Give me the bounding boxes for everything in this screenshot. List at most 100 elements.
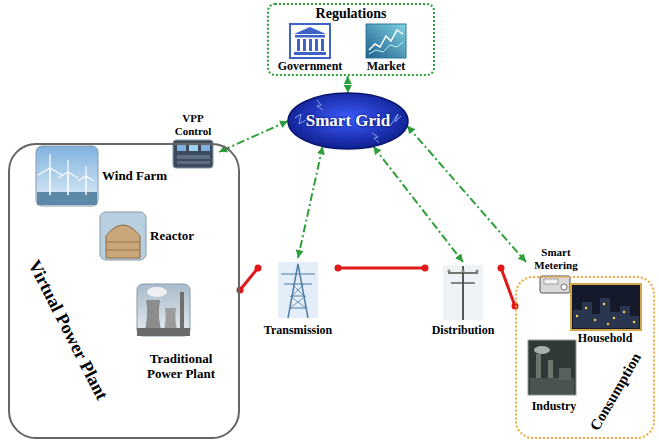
distribution-pole: [443, 265, 483, 320]
node-label: Smart Metering: [528, 246, 584, 271]
transmission-tower: [278, 262, 318, 318]
icon-node: Transmission: [258, 258, 338, 338]
vpp-control-icon: [201, 144, 210, 151]
wind-farm-icon: [36, 146, 98, 206]
node-label: Industry: [532, 400, 577, 414]
distribution-pole: [475, 269, 478, 272]
node-label: Household: [578, 332, 633, 346]
group-box: RegulationsGovernmentMarket: [267, 3, 435, 76]
market-icon: [369, 42, 403, 54]
junction-dot: [237, 287, 244, 294]
distribution-pole: [443, 265, 483, 320]
wind-farm-icon: [85, 176, 86, 195]
power-plant-icon: [137, 328, 190, 336]
household-icon: [571, 284, 641, 330]
household-icon: [607, 323, 609, 325]
reactor-icon: [106, 242, 140, 243]
connector-group: [335, 265, 429, 272]
node-label: Transmission: [264, 324, 332, 338]
industry-icon: [528, 340, 576, 395]
control-link: [407, 126, 526, 262]
industry-icon: [559, 368, 571, 380]
household-icon: [613, 317, 615, 319]
transmission-tower: [278, 262, 318, 318]
junction-dot: [255, 265, 262, 272]
household-icon: [585, 307, 587, 309]
government-icon: [294, 27, 326, 34]
power-plant-icon: [180, 292, 184, 334]
control-link: [373, 146, 463, 262]
node-label: VPP Control: [169, 112, 217, 137]
junction-dot: [422, 265, 429, 272]
ellipse-node: Smart Grid: [287, 92, 409, 150]
wind-farm-icon: [49, 168, 51, 195]
icon-node: Distribution: [425, 262, 501, 338]
node-label: Distribution: [432, 324, 495, 338]
node-label: Government: [278, 60, 343, 74]
icon-node: Household: [565, 282, 645, 346]
power-line: [338, 267, 425, 270]
transmission-tower: [288, 264, 308, 318]
distribution-pole: [451, 282, 475, 283]
government-icon: [303, 39, 306, 51]
hub-label: Smart Grid: [306, 111, 391, 131]
junction-dot: [498, 265, 505, 272]
household-icon: [594, 319, 596, 321]
industry-icon: [536, 354, 541, 388]
household-icon: [633, 321, 635, 323]
household-icon: [573, 298, 639, 328]
lightning-mark: [295, 114, 306, 124]
power-plant-icon: [147, 287, 167, 297]
smart-meter-icon: [540, 276, 570, 293]
industry-icon: [530, 378, 574, 394]
icon-node: Traditional Power Plant: [133, 284, 229, 382]
vpp-control-icon: [189, 144, 198, 151]
government-icon: [290, 24, 330, 58]
household-icon: [571, 284, 641, 330]
government-icon: [297, 39, 300, 51]
junction-dot: [335, 265, 342, 272]
icon-node: Smart Metering: [526, 246, 586, 294]
group-title: Regulations: [316, 6, 387, 22]
wind-farm-icon: [58, 160, 78, 178]
market-icon: [366, 24, 406, 58]
household-icon: [576, 315, 578, 317]
vpp-control-icon: [177, 161, 210, 164]
wind-farm-icon: [37, 192, 97, 205]
reactor-icon: [100, 212, 146, 260]
smart-meter-icon: [540, 276, 570, 293]
market-icon: [366, 24, 406, 58]
distribution-pole: [448, 272, 478, 274]
node-label: Traditional Power Plant: [138, 352, 224, 382]
connector-group: [373, 146, 463, 262]
ellipse-outline: [288, 93, 408, 149]
vpp-control-icon: [177, 144, 186, 151]
node-label: Wind Farm: [102, 169, 167, 184]
distribution-pole: [461, 269, 464, 272]
government-icon: [321, 39, 324, 51]
industry-icon: [534, 346, 550, 354]
industry-icon: [548, 360, 553, 388]
market-icon: [369, 30, 403, 50]
lightning-mark: [372, 133, 379, 143]
government-icon: [295, 35, 325, 38]
icon-node: Reactor: [100, 212, 208, 260]
connector-group: [407, 126, 526, 262]
government-icon: [290, 24, 330, 58]
connector-group: [298, 146, 323, 258]
control-link: [298, 146, 323, 258]
reactor-icon: [106, 250, 140, 251]
wind-farm-icon: [36, 146, 98, 206]
icon-node: VPP Control: [167, 112, 219, 170]
icon-node: Government: [272, 22, 348, 74]
government-icon: [294, 52, 326, 55]
node-label: Reactor: [150, 229, 194, 244]
connector-group: [347, 76, 348, 93]
group-title: Consumption: [587, 350, 645, 434]
government-icon: [315, 39, 318, 51]
group-box: Virtual Power PlantWind FarmReactorTradi…: [8, 143, 240, 439]
icon-node: Wind Farm: [36, 146, 172, 206]
control-link: [219, 121, 288, 152]
power-plant-icon: [163, 308, 178, 334]
